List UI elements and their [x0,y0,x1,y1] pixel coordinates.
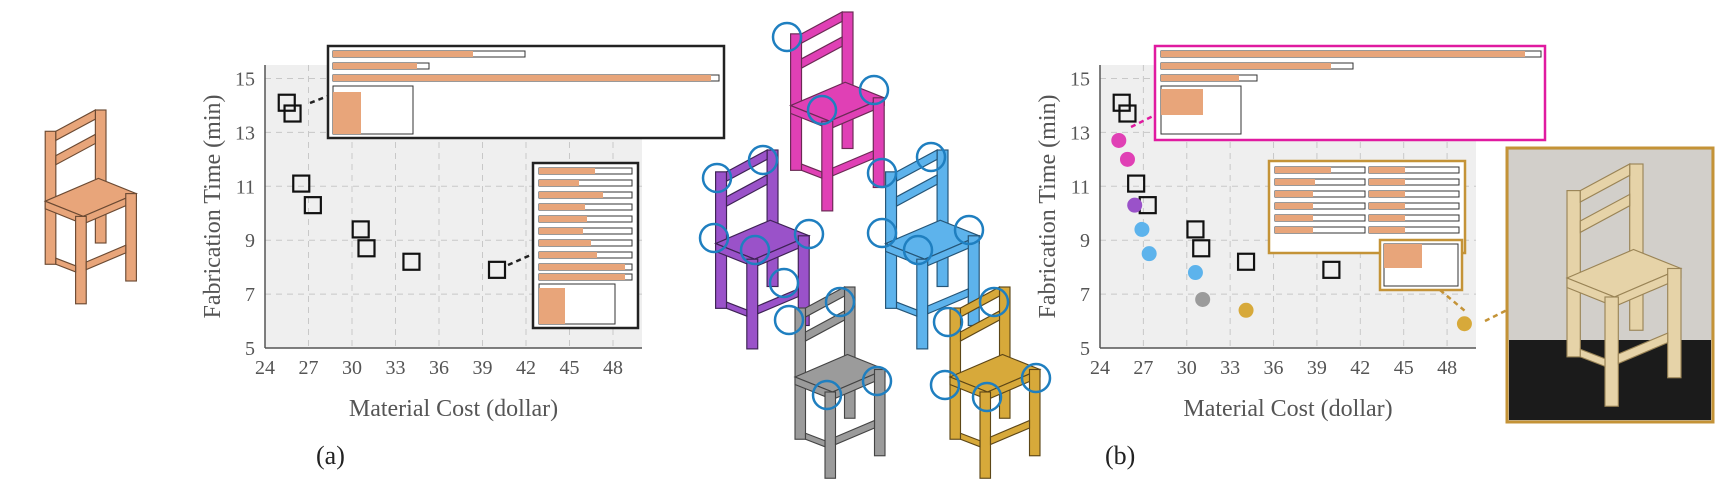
data-point-circle [1127,197,1143,213]
cutting-layout-icon [1378,238,1466,312]
data-point-circle [1238,302,1254,318]
x-tick-label: 30 [1177,357,1197,379]
x-tick-label: 39 [473,357,493,379]
data-point-circle [1119,151,1135,167]
data-point-square [1112,93,1131,112]
x-tick-label: 45 [1394,357,1414,379]
y-axis-label: Fabrication Time (min) [1035,95,1061,319]
x-tick-label: 24 [255,357,275,379]
chair-photo-icon [1484,146,1715,424]
data-point-square [283,104,302,123]
panel-label-b: (b) [1105,441,1135,470]
x-tick-label: 39 [1307,357,1327,379]
x-tick-label: 27 [1133,357,1153,379]
data-point-circle [1111,132,1127,148]
data-point-square [1192,239,1211,258]
cutting-layout-icon [507,161,640,330]
x-tick-label: 30 [342,357,362,379]
x-tick-label: 45 [560,357,580,379]
data-point-square [292,174,311,193]
cutting-layout-icon [1267,159,1467,255]
x-axis-label: Material Cost (dollar) [1183,396,1392,422]
data-point-square [303,196,322,215]
y-tick-label: 7 [245,284,255,306]
data-point-circle [1134,221,1150,237]
y-tick-label: 7 [1080,284,1090,306]
x-tick-label: 24 [1090,357,1110,379]
data-point-square [277,93,296,112]
y-axis-label: Fabrication Time (min) [200,95,226,319]
data-point-circle [1187,265,1203,281]
x-tick-label: 33 [386,357,406,379]
cutting-layout-icon [1130,44,1547,142]
chair-render-icon [44,109,137,305]
data-point-square [1186,220,1205,239]
data-point-square [402,252,421,271]
data-point-circle [1141,246,1157,262]
x-tick-label: 42 [1350,357,1370,379]
data-point-square [1322,260,1341,279]
y-tick-label: 11 [1071,176,1090,198]
y-tick-label: 11 [236,176,255,198]
x-tick-label: 42 [516,357,536,379]
y-tick-label: 9 [245,230,255,252]
data-point-square [1236,252,1256,271]
x-tick-label: 48 [603,357,623,379]
data-point-square [1118,104,1137,123]
data-point-circle [1195,291,1211,307]
y-tick-label: 15 [1070,68,1090,90]
y-tick-label: 15 [235,68,255,90]
y-tick-label: 13 [235,122,255,144]
data-point-square [357,239,376,258]
x-tick-label: 48 [1437,357,1457,379]
y-tick-label: 13 [1070,122,1090,144]
data-point-square [1127,174,1146,193]
x-tick-label: 36 [1264,357,1284,379]
x-tick-label: 33 [1220,357,1240,379]
x-axis-label: Material Cost (dollar) [349,396,558,422]
x-tick-label: 36 [429,357,449,379]
y-tick-label: 9 [1080,230,1090,252]
cutting-layout-icon [309,44,726,140]
x-tick-label: 27 [299,357,319,379]
y-tick-label: 5 [1080,338,1090,360]
data-point-square [487,260,507,279]
data-point-square [351,220,370,239]
panel-label-a: (a) [316,441,345,470]
y-tick-label: 5 [245,338,255,360]
data-point-circle [1456,316,1472,332]
joint-highlight-circles [698,21,1052,413]
